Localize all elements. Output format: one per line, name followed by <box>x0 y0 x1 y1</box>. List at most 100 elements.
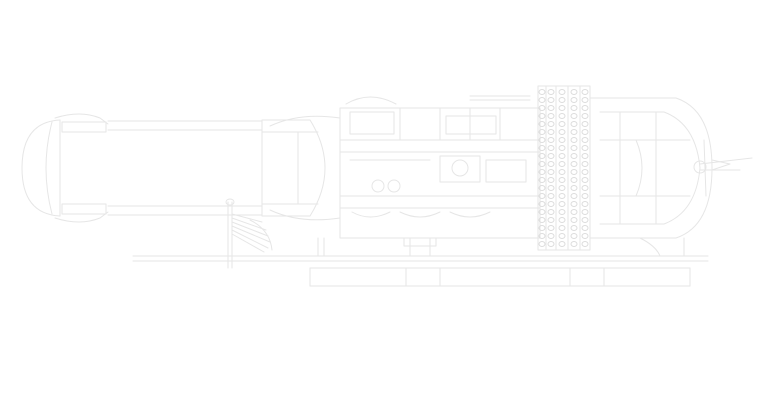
rib-tick <box>581 201 589 207</box>
rib-tick <box>570 177 578 183</box>
rib-tick <box>558 169 566 175</box>
rib-tick <box>570 193 578 199</box>
rib-tick <box>538 241 546 247</box>
rib-tick <box>581 241 589 247</box>
rib-tick <box>581 145 589 151</box>
rib-tick <box>538 121 546 127</box>
rib-tick <box>538 209 546 215</box>
rib-tick <box>538 113 546 119</box>
rib-tick <box>581 137 589 143</box>
rib-tick <box>558 145 566 151</box>
rib-tick <box>581 217 589 223</box>
rib-tick <box>547 97 555 103</box>
rib-tick <box>547 145 555 151</box>
rib-tick <box>547 177 555 183</box>
rib-tick <box>538 161 546 167</box>
rib-tick <box>538 225 546 231</box>
rib-tick <box>558 193 566 199</box>
base-rail <box>132 255 709 287</box>
housing <box>261 115 341 221</box>
rib-tick <box>581 89 589 95</box>
rib-tick <box>570 105 578 111</box>
rib-tick <box>558 105 566 111</box>
rib-tick <box>581 113 589 119</box>
rib-tick <box>558 121 566 127</box>
rib-tick <box>581 225 589 231</box>
rib-tick <box>570 129 578 135</box>
rib-tick <box>570 217 578 223</box>
rib-tick <box>547 241 555 247</box>
rib-tick <box>581 129 589 135</box>
rib-tick <box>558 97 566 103</box>
rib-tick <box>547 113 555 119</box>
rib-tick <box>581 177 589 183</box>
rib-tick <box>558 137 566 143</box>
rib-tick <box>558 225 566 231</box>
main-tube <box>107 120 263 216</box>
rib-tick <box>547 89 555 95</box>
rib-tick <box>558 177 566 183</box>
rib-tick <box>581 161 589 167</box>
rib-tick <box>558 241 566 247</box>
rib-tick <box>581 185 589 191</box>
rib-tick <box>558 217 566 223</box>
rib-tick <box>570 233 578 239</box>
rib-tick <box>538 129 546 135</box>
nose-probe <box>693 139 753 197</box>
rib-tick <box>538 217 546 223</box>
rib-tick <box>538 97 546 103</box>
rib-tick <box>547 153 555 159</box>
rib-tick <box>570 97 578 103</box>
rib-tick <box>547 193 555 199</box>
rib-tick <box>558 161 566 167</box>
rib-tick <box>558 153 566 159</box>
rib-tick <box>570 137 578 143</box>
rib-tick <box>547 121 555 127</box>
rib-tick <box>538 177 546 183</box>
rib-tick <box>570 209 578 215</box>
rib-tick <box>547 161 555 167</box>
ribbed-ring <box>537 85 591 251</box>
rib-tick <box>558 113 566 119</box>
rib-tick <box>558 129 566 135</box>
rib-tick <box>538 137 546 143</box>
rib-tick <box>538 193 546 199</box>
rib-tick <box>547 209 555 215</box>
rib-tick <box>581 233 589 239</box>
rib-tick <box>558 201 566 207</box>
rib-tick <box>570 121 578 127</box>
engine-block <box>317 95 541 257</box>
rib-tick <box>547 225 555 231</box>
rib-tick <box>581 153 589 159</box>
rib-tick <box>581 105 589 111</box>
rib-tick <box>547 105 555 111</box>
left-dome <box>21 113 109 223</box>
rib-tick <box>547 169 555 175</box>
rib-tick <box>570 161 578 167</box>
rib-tick <box>538 105 546 111</box>
rib-tick <box>570 185 578 191</box>
rib-tick <box>538 185 546 191</box>
rib-tick <box>538 201 546 207</box>
rib-tick <box>581 121 589 127</box>
rib-tick <box>570 145 578 151</box>
rib-tick <box>547 185 555 191</box>
rib-tick <box>547 233 555 239</box>
rib-tick <box>570 201 578 207</box>
rib-tick <box>538 169 546 175</box>
rib-tick <box>538 153 546 159</box>
rib-tick <box>538 145 546 151</box>
rib-tick <box>581 97 589 103</box>
rib-tick <box>558 233 566 239</box>
rib-tick <box>570 113 578 119</box>
rib-tick <box>547 137 555 143</box>
rib-tick <box>570 153 578 159</box>
rib-tick <box>570 89 578 95</box>
rib-tick <box>538 89 546 95</box>
rib-tick <box>558 89 566 95</box>
rib-tick <box>570 169 578 175</box>
rib-tick <box>547 129 555 135</box>
nozzle-fan <box>225 198 273 269</box>
